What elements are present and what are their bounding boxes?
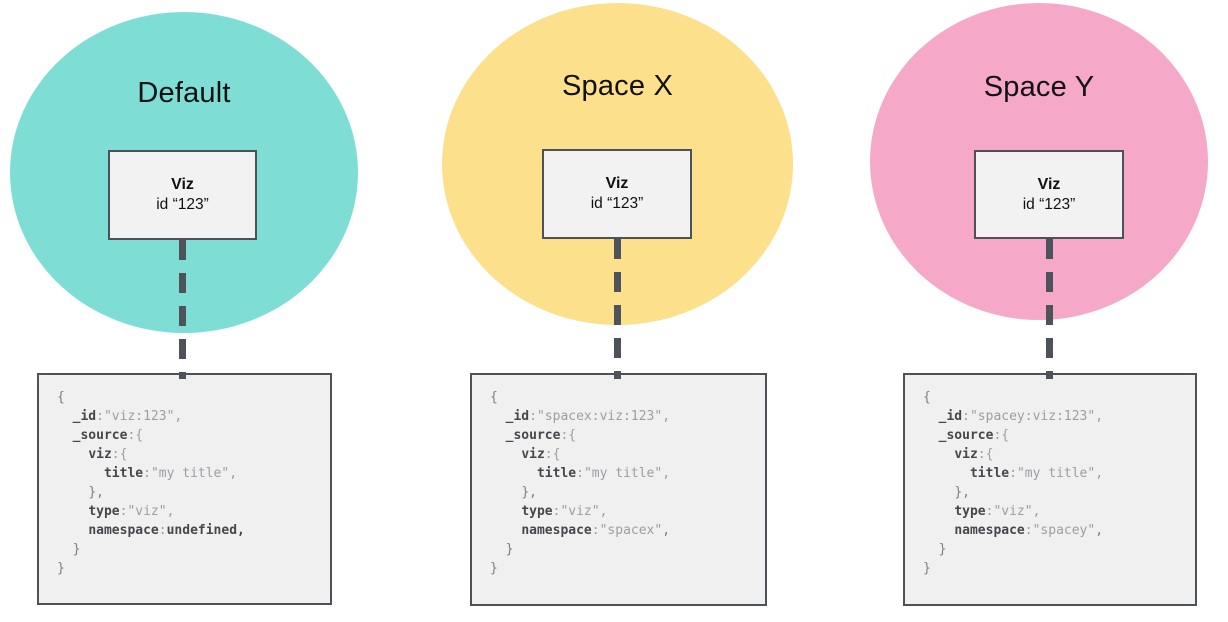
space-x-document-json: { _id:"spacex:viz:123", _source:{ viz:{ … [490,390,671,576]
default-document-box: { _id:"viz:123", _source:{ viz:{ title:"… [37,373,332,605]
space-x-document-box: { _id:"spacex:viz:123", _source:{ viz:{ … [470,373,767,606]
space-y-connector-dashed-line [1046,239,1053,379]
viz-node-id: id “123” [1022,195,1076,213]
space-y-viz-node: Viz id “123” [974,150,1124,239]
space-x-connector-dashed-line [614,239,621,379]
space-y-title: Space Y [983,71,1095,103]
space-x-viz-node: Viz id “123” [542,149,692,239]
space-y-document-box: { _id:"spacey:viz:123", _source:{ viz:{ … [903,373,1197,606]
viz-node-name: Viz [171,176,194,193]
default-viz-node: Viz id “123” [108,150,257,240]
space-y-document-json: { _id:"spacey:viz:123", _source:{ viz:{ … [923,390,1104,576]
space-x-title: Space X [561,70,674,102]
default-connector-dashed-line [179,240,186,379]
viz-node-name: Viz [605,175,629,192]
viz-node-id: id “123” [156,196,209,213]
default-space-title: Default [137,77,231,109]
viz-node-name: Viz [1037,175,1061,193]
viz-node-id: id “123” [590,195,644,212]
default-document-json: { _id:"viz:123", _source:{ viz:{ title:"… [57,390,245,576]
